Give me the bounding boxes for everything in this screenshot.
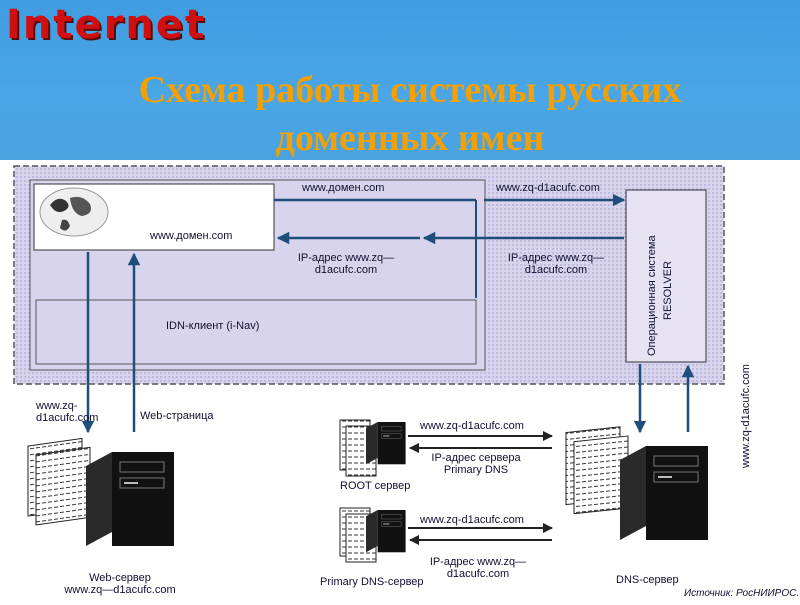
root-reply-line-2: Primary DNS <box>443 464 509 476</box>
diagram-graphics <box>13 165 725 563</box>
os-to-dns-label: www.zq-d1acufc.com <box>740 364 752 468</box>
web-page-label: Web-страница <box>140 410 214 422</box>
primary-request-label: www.zq-d1acufc.com <box>420 514 524 526</box>
web-server-line-2: www.zq—d1acufc.com <box>64 584 176 596</box>
internet-logo: Internet <box>6 2 207 48</box>
primary-dns-server-icon <box>365 509 406 553</box>
web-server-label: Web-сервер www.zq—d1acufc.com <box>40 572 200 596</box>
root-server-icon <box>365 421 406 465</box>
os-resolver-box <box>625 189 707 363</box>
dns-server-documents <box>565 426 629 515</box>
reply-right-line-2: d1acufc.com <box>524 264 588 276</box>
primary-server-label: Primary DNS-сервер <box>320 576 424 588</box>
request-top-label: www.домен.com <box>302 182 385 194</box>
browser-url-label: www.домен.com <box>150 230 233 242</box>
root-server-documents <box>339 419 377 477</box>
web-server-documents <box>27 437 91 526</box>
root-reply-label: IP-адрес сервера Primary DNS <box>416 452 536 476</box>
title-line-1: Схема работы системы русских <box>138 69 682 111</box>
web-server-line-1: Web-сервер <box>89 572 151 584</box>
reply-left-line-1: IP-адрес www.zq— <box>297 252 395 264</box>
idn-client-label: IDN-клиент (i-Nav) <box>166 320 260 332</box>
slide-title: Схема работы системы русских доменных им… <box>80 66 740 162</box>
reply-right-line-1: IP-адрес www.zq— <box>507 252 605 264</box>
os-label-line-2: RESOLVER <box>662 260 674 320</box>
root-server-label: ROOT сервер <box>340 480 411 492</box>
primary-reply-line-2: d1acufc.com <box>446 568 510 580</box>
reply-right-label: IP-адрес www.zq— d1acufc.com <box>496 252 616 276</box>
reply-left-label: IP-адрес www.zq— d1acufc.com <box>286 252 406 276</box>
primary-reply-line-1: IP-адрес www.zq— <box>429 556 527 568</box>
world-map-icon <box>39 187 109 237</box>
web-request-label: www.zq- d1acufc.com <box>36 400 98 424</box>
slide-header: Internet Схема работы системы русских до… <box>0 0 800 160</box>
web-server-icon <box>85 451 175 547</box>
primary-reply-label: IP-адрес www.zq— d1acufc.com <box>418 556 538 580</box>
idn-client-box <box>35 299 477 365</box>
source-label: Источник: РосНИИРОС. <box>684 588 800 599</box>
reply-left-line-2: d1acufc.com <box>314 264 378 276</box>
request-os-label: www.zq-d1acufc.com <box>496 182 600 194</box>
root-reply-line-1: IP-адрес сервера <box>431 452 521 464</box>
root-request-label: www.zq-d1acufc.com <box>420 420 524 432</box>
dns-server-label: DNS-сервер <box>616 574 679 586</box>
title-line-2: доменных имен <box>275 117 545 159</box>
dns-server-icon <box>619 445 709 541</box>
idn-diagram: www.домен.com www.домен.com www.zq-d1acu… <box>0 160 800 600</box>
web-request-line-2: d1acufc.com <box>36 412 99 424</box>
web-request-line-1: www.zq- <box>36 400 78 412</box>
os-label-line-1: Операционная система <box>646 235 658 356</box>
